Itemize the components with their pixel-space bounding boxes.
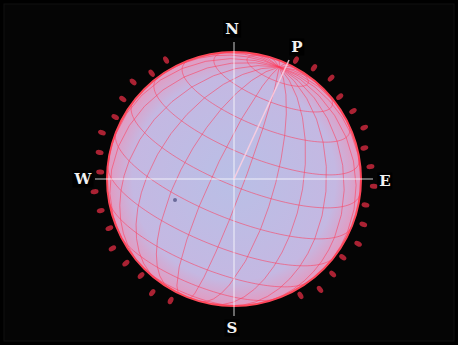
- prominence: [95, 149, 104, 155]
- prominence: [105, 224, 114, 232]
- prominence: [167, 296, 175, 305]
- prominence: [90, 189, 98, 195]
- prominence: [118, 95, 127, 104]
- prominence: [148, 288, 157, 297]
- prominence: [327, 74, 336, 83]
- prominence: [338, 253, 347, 262]
- prominence: [360, 145, 369, 152]
- grid-line: [120, 235, 277, 301]
- prominence: [147, 69, 156, 78]
- direction-label: W: [73, 171, 94, 188]
- grid-line: [177, 67, 279, 294]
- grid-line: [279, 67, 325, 90]
- grid-line: [212, 67, 305, 304]
- prominence: [110, 113, 119, 121]
- prominence: [310, 63, 319, 72]
- prominence: [136, 271, 145, 280]
- prominence: [366, 164, 374, 170]
- prominence: [359, 221, 368, 228]
- sunspot: [173, 198, 177, 202]
- grid-line: [108, 59, 280, 166]
- grid-line: [279, 67, 356, 279]
- direction-label: E: [377, 173, 392, 190]
- prominence: [96, 207, 105, 214]
- grid-line: [182, 60, 350, 143]
- grid-line: [247, 55, 308, 86]
- grid-line: [155, 55, 279, 79]
- direction-label: P: [289, 39, 304, 56]
- prominence: [296, 291, 304, 300]
- prominence: [335, 92, 344, 101]
- grid-line: [142, 267, 239, 306]
- prominence: [316, 285, 325, 294]
- frame: [4, 4, 454, 341]
- grid-line: [136, 67, 279, 281]
- prominence: [328, 269, 337, 278]
- prominence: [361, 202, 370, 208]
- prominence: [162, 55, 170, 64]
- prominence: [292, 55, 300, 64]
- prominence: [129, 77, 138, 86]
- prominence: [96, 169, 104, 174]
- grid-line: [230, 67, 326, 306]
- prominence: [121, 259, 130, 268]
- direction-label: S: [225, 320, 240, 337]
- prominence: [353, 240, 362, 248]
- prominence: [348, 107, 357, 115]
- prominence: [360, 124, 369, 132]
- prominence: [97, 129, 106, 136]
- grid-line: [214, 52, 333, 112]
- pole-line: [234, 60, 289, 179]
- direction-label: N: [223, 21, 241, 38]
- prominence: [108, 244, 117, 252]
